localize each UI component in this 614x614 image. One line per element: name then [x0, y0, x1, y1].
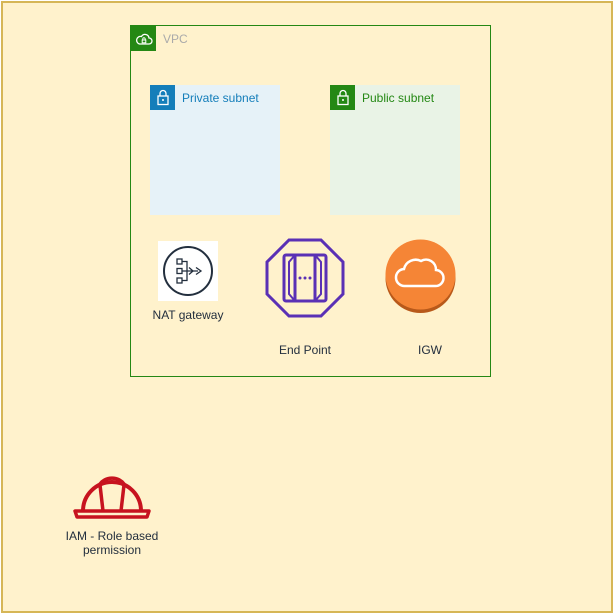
private-subnet-group[interactable]: Private subnet: [150, 85, 280, 215]
public-subnet-group[interactable]: Public subnet: [330, 85, 460, 215]
vpc-endpoint-icon[interactable]: [265, 238, 345, 318]
private-subnet-lock-icon: [150, 85, 175, 110]
endpoint-label: End Point: [278, 343, 332, 357]
vpc-cloud-lock-icon: [131, 26, 156, 51]
public-subnet-lock-icon: [330, 85, 355, 110]
iam-label: IAM - Role based permission: [65, 529, 159, 557]
private-subnet-label: Private subnet: [182, 91, 259, 105]
internet-gateway-cloud-icon[interactable]: [385, 239, 456, 313]
nat-gateway-label: NAT gateway: [152, 308, 224, 322]
public-subnet-label: Public subnet: [362, 91, 435, 105]
vpc-group[interactable]: VPC: [130, 25, 491, 377]
vpc-label: VPC: [163, 32, 188, 46]
nat-gateway-icon[interactable]: [158, 241, 218, 301]
iam-role-hardhat-icon[interactable]: [73, 475, 151, 520]
igw-label: IGW: [418, 343, 442, 357]
